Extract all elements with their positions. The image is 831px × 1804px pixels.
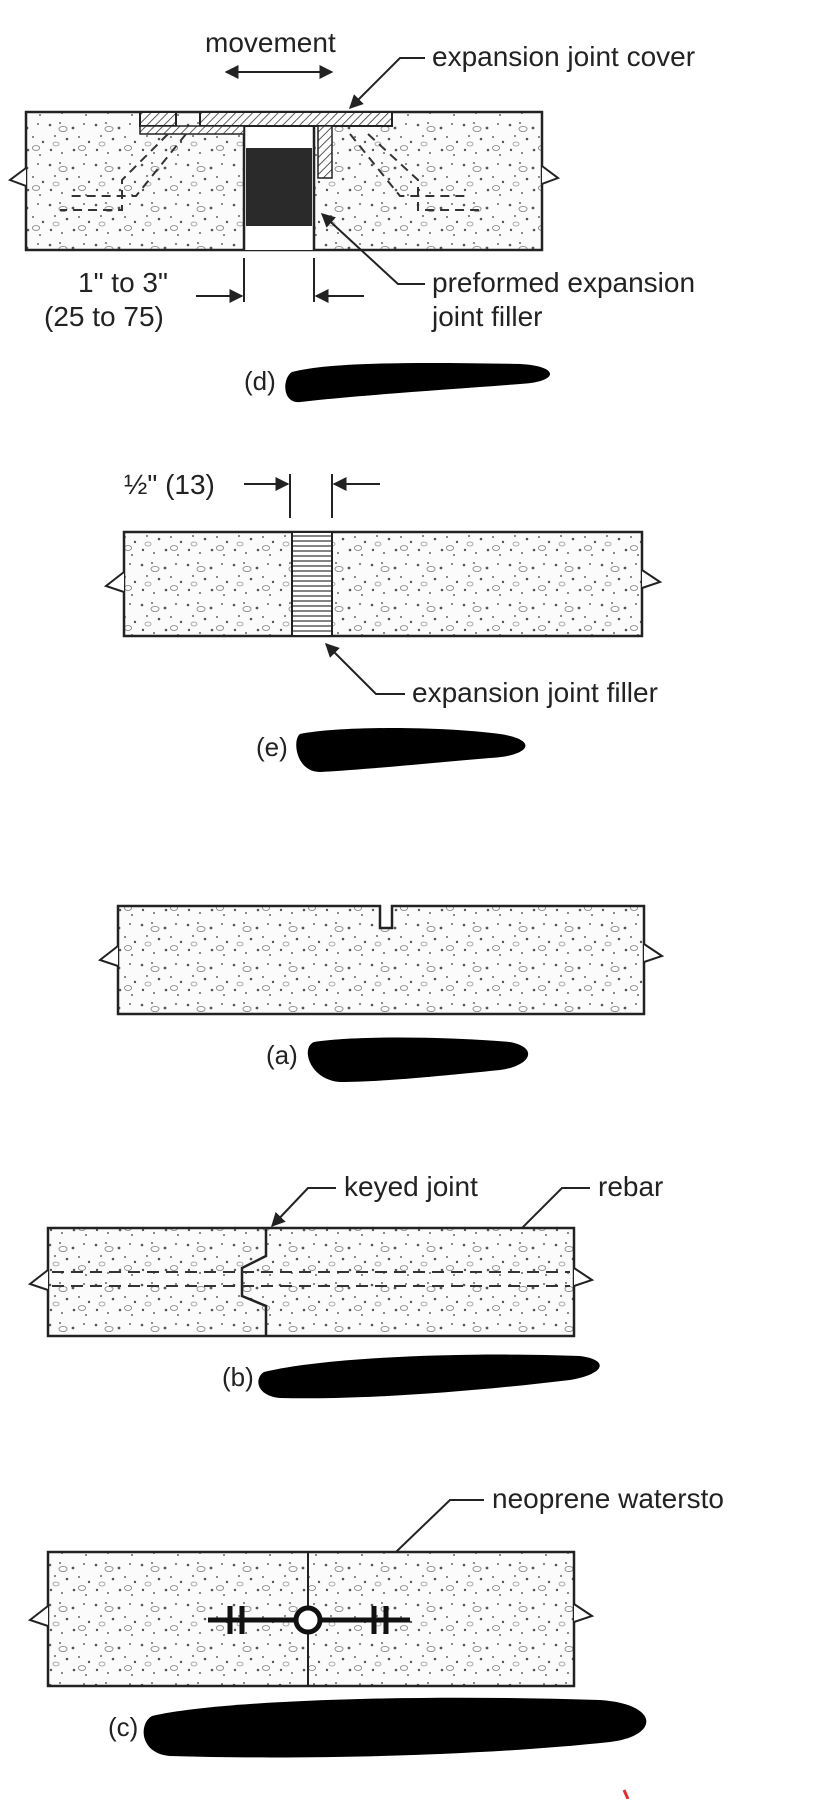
movement-label: movement (205, 27, 336, 58)
break-mark (573, 1267, 595, 1294)
anchor-right (349, 133, 470, 197)
cover-plate-right (199, 111, 393, 127)
diagram-b: keyed joint rebar (b) (27, 1171, 663, 1399)
dim-label: ½" (13) (124, 469, 215, 500)
expansion-filler (291, 531, 333, 637)
break-mark (643, 943, 665, 970)
filler-leader (320, 213, 425, 285)
dim-label-2: (25 to 75) (44, 301, 164, 332)
redaction-mark (258, 1354, 600, 1399)
slab-b (46, 1226, 576, 1338)
redaction-mark (143, 1697, 647, 1758)
filler-leader (325, 643, 405, 695)
filler-label-2: joint filler (431, 301, 542, 332)
keyed-label: keyed joint (344, 1171, 478, 1202)
caption-e: (e) (256, 732, 288, 762)
caption-a: (a) (266, 1040, 298, 1070)
slab-e (122, 530, 644, 638)
break-mark (27, 1605, 49, 1634)
break-mark (641, 569, 663, 596)
rebar-label: rebar (598, 1171, 663, 1202)
break-mark (7, 167, 27, 194)
slab-a (116, 904, 646, 1016)
red-mark (622, 1789, 630, 1800)
diagram-d: movement expansion joint cover 1" to 3" … (7, 27, 695, 403)
break-mark (27, 1269, 49, 1298)
filler-label: expansion joint filler (412, 677, 658, 708)
cover-plate-left (139, 111, 177, 127)
filler-label-1: preformed expansion (432, 267, 695, 298)
caption-c: (c) (108, 1712, 138, 1742)
break-mark (97, 945, 119, 974)
waterstop-label: neoprene watersto (492, 1483, 724, 1514)
redaction-mark (307, 1037, 529, 1082)
redaction-mark (285, 362, 550, 403)
diagram-e: ½" (13) expansion joint filler (e) (103, 469, 663, 772)
break-mark (541, 165, 561, 192)
neoprene-waterstop (208, 1605, 410, 1635)
keyed-leader (271, 1187, 336, 1228)
cover-label: expansion joint cover (432, 41, 695, 72)
diagram-a: (a) (97, 904, 665, 1082)
dim-label-1: 1" to 3" (78, 267, 168, 298)
redaction-mark (296, 728, 526, 772)
diagram-c: neoprene watersto (c) (27, 1483, 724, 1758)
caption-d: (d) (244, 366, 276, 396)
cover-leader (349, 57, 425, 109)
keyed-joint (240, 1228, 268, 1336)
break-mark (573, 1603, 595, 1630)
preformed-filler (246, 148, 312, 226)
break-mark (103, 571, 125, 600)
caption-b: (b) (222, 1362, 254, 1392)
